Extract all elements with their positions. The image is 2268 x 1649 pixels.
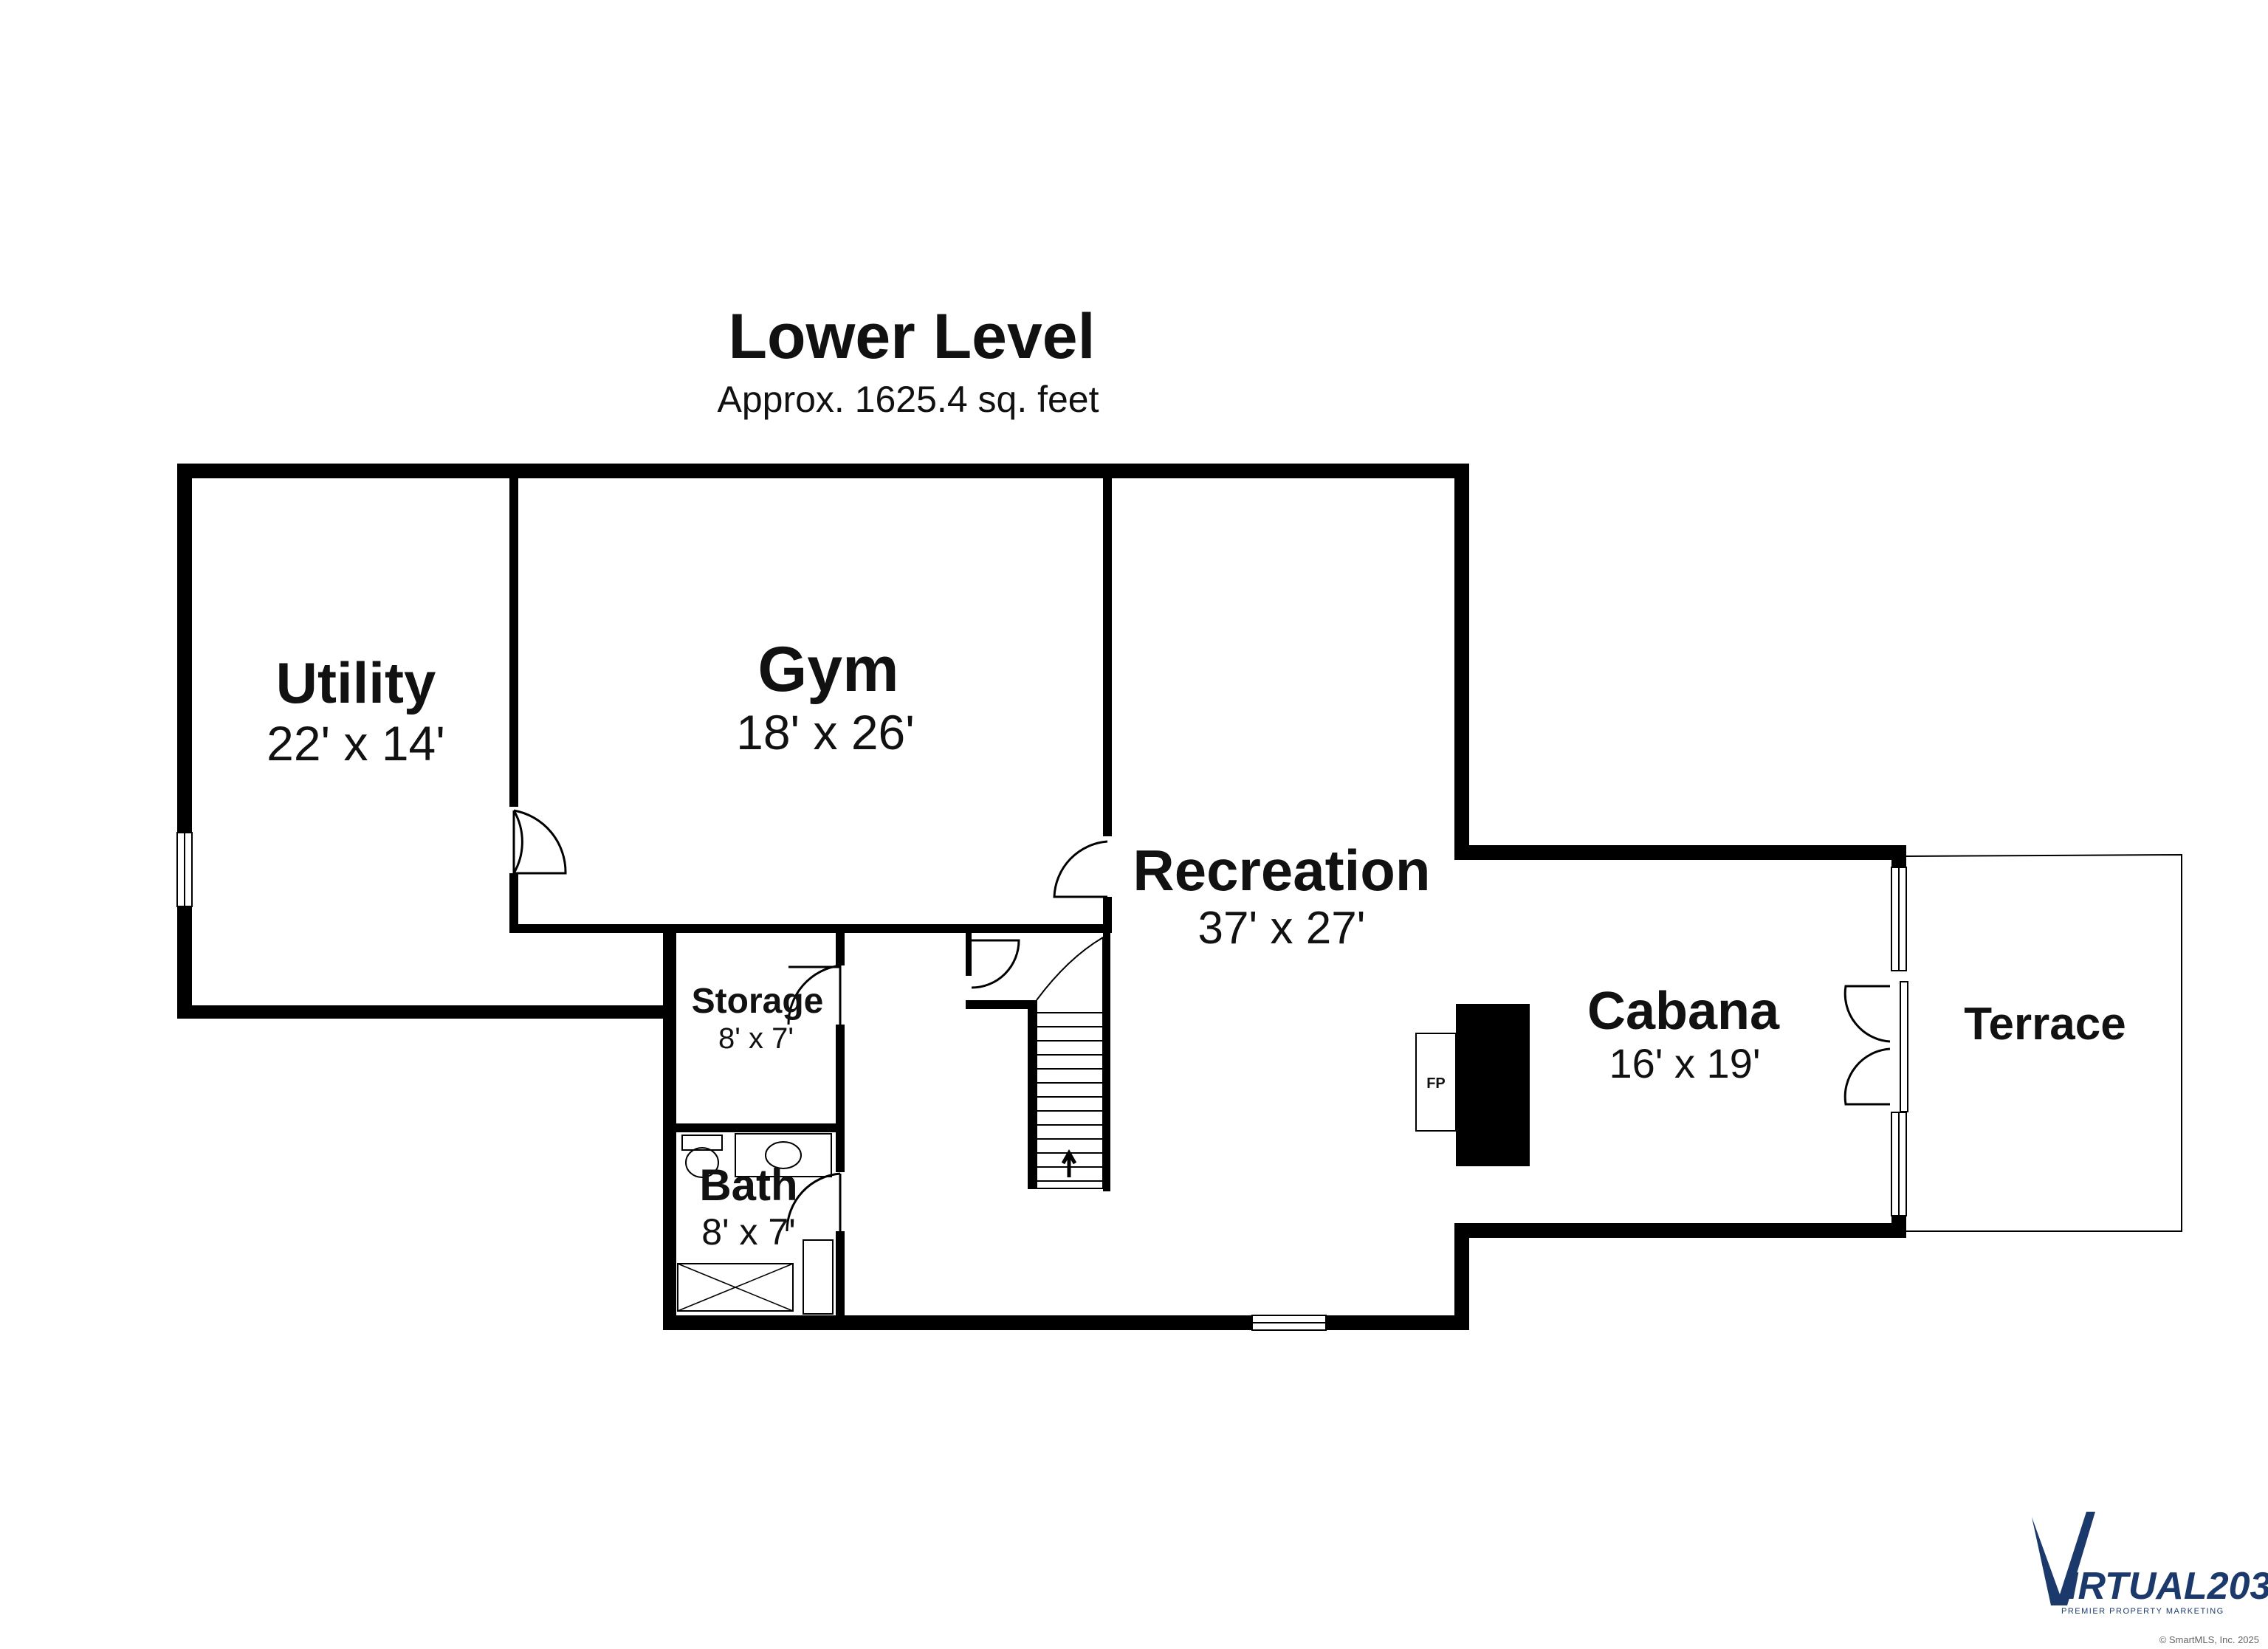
linen-closet xyxy=(803,1239,834,1315)
plan-title: Lower Level xyxy=(728,301,1095,372)
room-cabana-dim: 16' x 19' xyxy=(1609,1040,1760,1087)
door-gym-recreation xyxy=(1053,840,1108,898)
copyright: © SmartMLS, Inc. 2025 xyxy=(2159,1634,2259,1645)
room-cabana: Cabana 16' x 19' xyxy=(1587,982,1780,1087)
door-bath xyxy=(786,1172,842,1232)
terrace-outline xyxy=(1906,853,2182,1232)
plan-area: Approx. 1625.4 sq. feet xyxy=(717,379,1099,420)
fireplace-label: FP xyxy=(1426,1075,1446,1092)
virtual203-logo: IRTUAL203 PREMIER PROPERTY MARKETING xyxy=(2032,1512,2268,1616)
toilet-tank-icon xyxy=(681,1135,723,1151)
room-utility-name: Utility xyxy=(276,650,436,715)
room-gym-name: Gym xyxy=(757,634,898,705)
room-terrace: Terrace xyxy=(1964,999,2126,1050)
shower-icon xyxy=(677,1263,794,1312)
windows xyxy=(176,832,1907,1331)
toilet-icon xyxy=(685,1147,719,1178)
room-storage-name: Storage xyxy=(692,982,824,1021)
room-recreation-name: Recreation xyxy=(1133,838,1430,903)
door-stair-closet xyxy=(971,939,1020,989)
bath-fixtures xyxy=(677,1133,834,1315)
logo-text: IRTUAL203 xyxy=(2067,1565,2268,1608)
room-utility-dim: 22' x 14' xyxy=(267,716,445,771)
fireplace-box xyxy=(1415,1033,1457,1132)
room-recreation: Recreation 37' x 27' xyxy=(1133,838,1430,954)
sink-icon xyxy=(765,1141,802,1169)
doors xyxy=(512,809,1908,1232)
logo-tagline: PREMIER PROPERTY MARKETING xyxy=(2061,1607,2224,1616)
room-bath-name: Bath xyxy=(699,1160,797,1210)
room-bath: Bath 8' x 7' xyxy=(699,1160,797,1253)
vanity-icon xyxy=(735,1133,832,1177)
stair-up-arrow-icon xyxy=(1061,1149,1077,1177)
room-bath-dim: 8' x 7' xyxy=(701,1211,796,1253)
logo-v-mark-icon xyxy=(2032,1512,2095,1605)
room-storage: Storage 8' x 7' xyxy=(692,982,824,1055)
staircase xyxy=(1036,936,1104,1189)
door-cabana-upper xyxy=(1843,985,1891,1043)
room-terrace-name: Terrace xyxy=(1964,999,2126,1050)
fireplace: FP xyxy=(1415,1004,1530,1166)
room-storage-dim: 8' x 7' xyxy=(718,1022,794,1055)
exterior-walls xyxy=(177,464,1906,1330)
room-gym-dim: 18' x 26' xyxy=(736,705,915,760)
interior-walls xyxy=(509,478,1112,1323)
room-utility: Utility 22' x 14' xyxy=(267,650,445,771)
room-recreation-dim: 37' x 27' xyxy=(1197,903,1365,954)
room-gym: Gym 18' x 26' xyxy=(736,634,915,760)
door-utility-gym xyxy=(512,810,523,878)
room-cabana-name: Cabana xyxy=(1587,982,1780,1041)
fireplace-hearth xyxy=(1456,1004,1530,1166)
